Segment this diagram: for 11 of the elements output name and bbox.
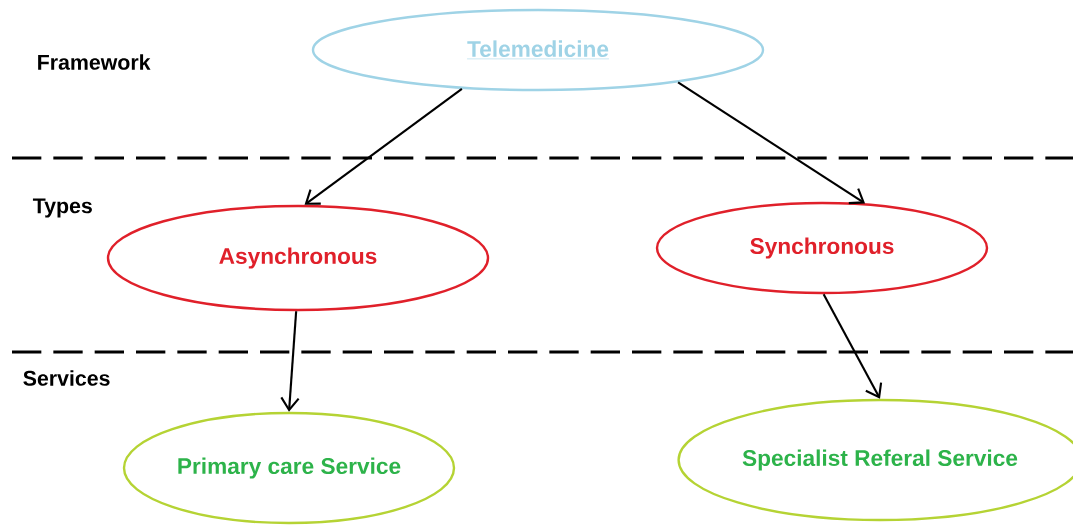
row-label: Framework bbox=[38, 54, 151, 70]
ellipse-node: Primary care Service bbox=[122, 411, 456, 525]
ellipse-node: Synchronous bbox=[655, 201, 989, 295]
arrow bbox=[677, 81, 866, 205]
arrow bbox=[280, 311, 300, 412]
row-label: Types bbox=[32, 198, 92, 218]
row-label: Services bbox=[23, 370, 110, 386]
ellipse-node: Telemedicine bbox=[311, 8, 765, 92]
ellipse-node: Asynchronous bbox=[106, 204, 490, 312]
arrow bbox=[822, 293, 883, 399]
arrow bbox=[304, 87, 463, 205]
